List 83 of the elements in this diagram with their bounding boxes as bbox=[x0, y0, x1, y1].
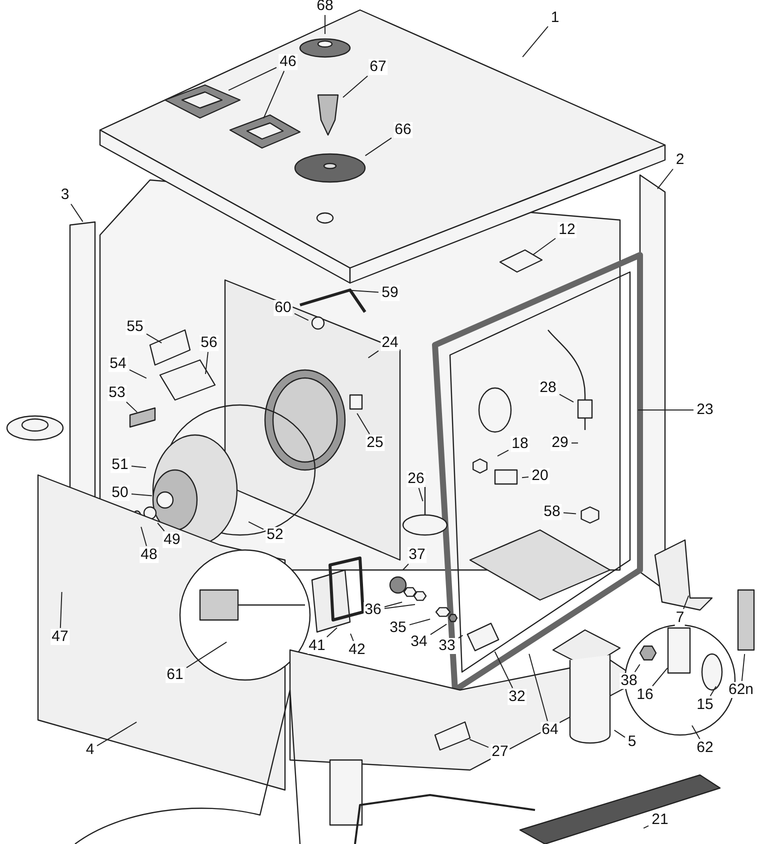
leader-line bbox=[430, 624, 448, 636]
leader-line bbox=[522, 476, 529, 478]
leader-line bbox=[494, 651, 514, 688]
leader-line bbox=[205, 352, 208, 374]
leader-line bbox=[418, 488, 424, 502]
leader-line bbox=[248, 521, 264, 530]
leader-line bbox=[384, 602, 403, 608]
callout-number: 51 bbox=[110, 457, 130, 473]
leader-line bbox=[326, 627, 338, 638]
leader-line bbox=[652, 668, 668, 686]
leader-line bbox=[348, 290, 379, 293]
leader-line bbox=[571, 442, 578, 444]
callout-number: 24 bbox=[380, 335, 400, 351]
leader-line bbox=[96, 722, 138, 746]
callout-number: 18 bbox=[510, 436, 530, 452]
callout-number: 37 bbox=[408, 547, 426, 563]
callout-number: 7 bbox=[674, 610, 686, 626]
leader-line bbox=[157, 522, 165, 532]
leader-line bbox=[350, 633, 354, 642]
leader-line bbox=[532, 238, 556, 256]
callout-number: 49 bbox=[162, 532, 182, 548]
leader-line bbox=[146, 333, 162, 344]
callout-number: 60 bbox=[274, 300, 292, 316]
callout-number: 48 bbox=[140, 547, 158, 563]
callout-number: 29 bbox=[550, 435, 570, 451]
leader-line bbox=[384, 604, 416, 609]
callout-number: 32 bbox=[508, 689, 526, 705]
leader-line bbox=[563, 512, 576, 514]
leader-line bbox=[522, 26, 548, 58]
leader-line bbox=[356, 412, 370, 434]
leader-line bbox=[126, 402, 138, 413]
leader-line bbox=[131, 466, 146, 468]
callout-number: 56 bbox=[200, 335, 218, 351]
leader-line bbox=[294, 313, 309, 321]
callout-number: 28 bbox=[538, 380, 558, 396]
leader-line bbox=[140, 526, 147, 546]
leader-line bbox=[710, 686, 716, 696]
leader-line bbox=[228, 67, 277, 91]
callout-number: 58 bbox=[542, 504, 562, 520]
callout-number: 38 bbox=[620, 673, 638, 689]
callout-number: 55 bbox=[126, 319, 144, 335]
leader-line bbox=[657, 168, 674, 190]
callout-number: 27 bbox=[490, 744, 510, 760]
leader-line bbox=[643, 825, 649, 829]
leader-line bbox=[614, 730, 626, 738]
callout-number: 47 bbox=[50, 629, 70, 645]
callout-number: 52 bbox=[266, 527, 284, 543]
callout-number: 46 bbox=[278, 54, 298, 70]
callout-number: 33 bbox=[438, 638, 456, 654]
callout-number: 50 bbox=[110, 485, 130, 501]
callout-number: 41 bbox=[308, 638, 326, 654]
leader-line bbox=[342, 76, 368, 98]
callout-number: 20 bbox=[530, 468, 550, 484]
leader-line bbox=[528, 653, 548, 722]
callout-number: 61 bbox=[166, 667, 184, 683]
leader-line bbox=[683, 595, 690, 610]
callout-number: 62n bbox=[727, 682, 755, 698]
leader-line bbox=[469, 739, 489, 748]
callout-number: 54 bbox=[108, 356, 128, 372]
callout-number: 53 bbox=[108, 385, 126, 401]
leader-line bbox=[129, 369, 147, 379]
callout-number: 12 bbox=[558, 222, 576, 238]
leader-line bbox=[364, 137, 392, 156]
leader-line bbox=[402, 564, 409, 571]
leader-line bbox=[70, 204, 84, 222]
leader-line bbox=[458, 634, 464, 639]
callout-number: 26 bbox=[406, 471, 426, 487]
leader-line bbox=[324, 14, 326, 34]
leader-line bbox=[497, 450, 509, 457]
leader-line bbox=[559, 394, 574, 403]
leader-line bbox=[60, 592, 62, 628]
callout-number: 66 bbox=[394, 122, 412, 138]
leader-line bbox=[131, 494, 152, 496]
leader-line bbox=[409, 618, 431, 626]
leader-line bbox=[634, 664, 640, 672]
leader-line bbox=[263, 70, 285, 119]
callout-number: 25 bbox=[366, 435, 384, 451]
leader-line bbox=[186, 642, 228, 668]
callout-number: 59 bbox=[380, 285, 400, 301]
leader-line bbox=[692, 725, 700, 740]
callout-number: 67 bbox=[368, 59, 388, 75]
leader-line bbox=[741, 654, 746, 682]
leader-line bbox=[368, 350, 379, 358]
